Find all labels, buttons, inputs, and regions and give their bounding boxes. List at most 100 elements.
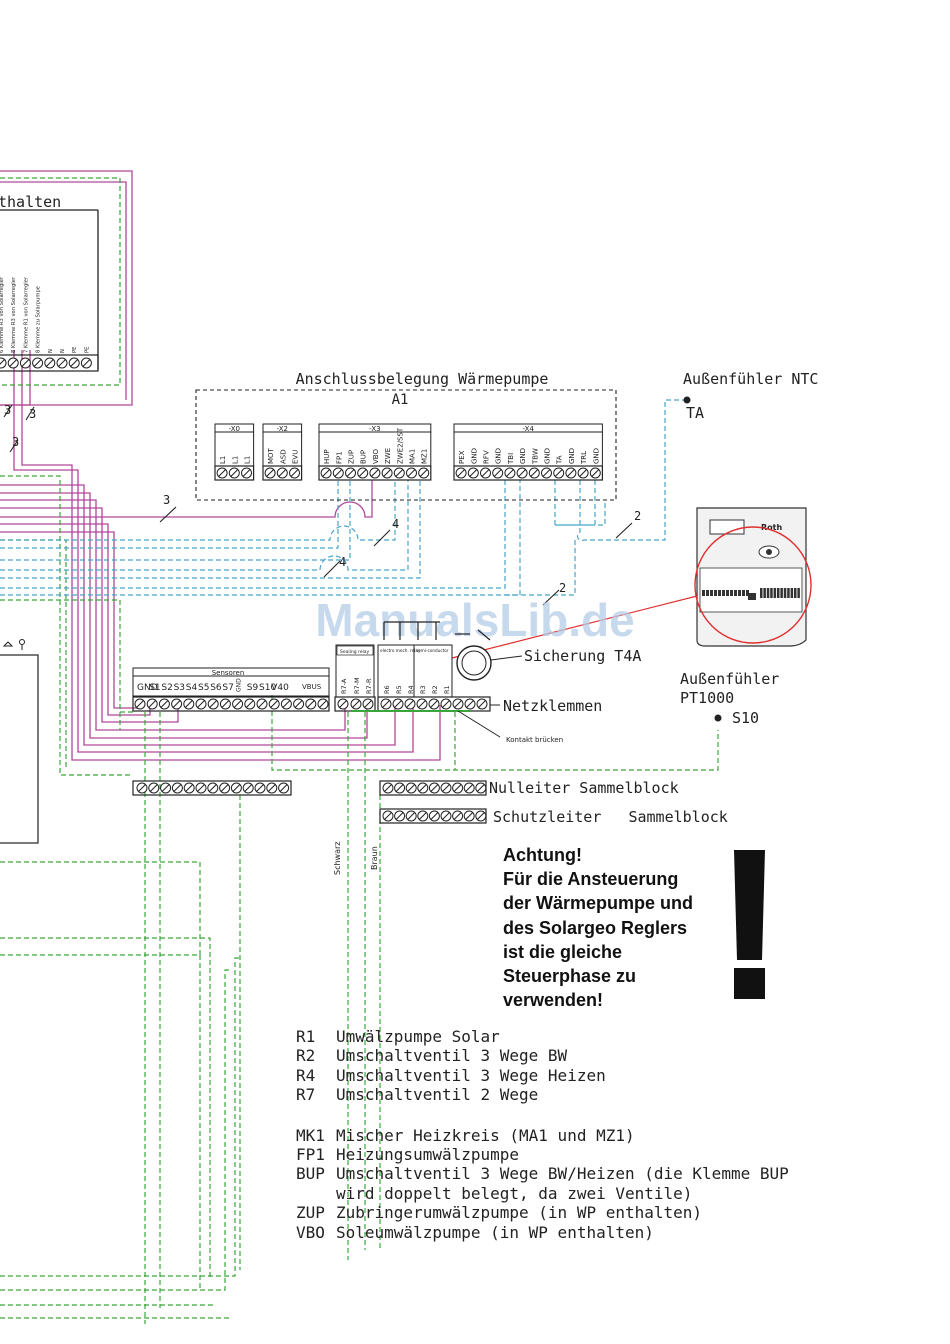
- terminal-screw: [280, 698, 292, 710]
- a1-pin-label: FP1: [335, 451, 343, 464]
- terminal-screw: [380, 698, 392, 710]
- sensor-terminal-label: GND: [236, 678, 243, 692]
- left-terminal-label: N: [60, 349, 66, 353]
- terminal-screw: [148, 782, 160, 794]
- sensor-terminal-label: V40: [271, 683, 289, 693]
- left-terminal-label: 7 Klemme R1 von Solarregler: [23, 276, 29, 353]
- zoom-pointer: [451, 595, 698, 659]
- a1-pin-label: VBO: [372, 449, 380, 464]
- terminal-screw: [553, 467, 565, 479]
- sensor-terminal-label: VBUS: [302, 683, 322, 691]
- schutzleiter-label: Schutzleiter Sammelblock: [493, 808, 728, 826]
- relay-terminal-label: R7-A: [340, 678, 348, 694]
- terminal-screw: [160, 782, 172, 794]
- wire-label-braun: Braun: [370, 846, 379, 870]
- relay-terminal-label: R5: [395, 685, 403, 694]
- terminal-screw: [195, 782, 207, 794]
- terminal-screw: [241, 467, 252, 479]
- relay-terminal-label: R4: [407, 685, 415, 694]
- terminal-screw: [158, 698, 170, 710]
- warning-line: der Wärmepumpe und: [503, 893, 694, 914]
- terminal-screw: [228, 467, 240, 479]
- ntc-sensor: Außenfühler NTC TA: [683, 370, 818, 422]
- terminal-screw: [278, 782, 290, 794]
- terminal-screw: [183, 782, 195, 794]
- terminal-screw: [136, 782, 148, 794]
- a1-pin-label: GND: [495, 448, 503, 464]
- wire-count: 3: [163, 493, 170, 507]
- terminal-screw: [80, 357, 92, 369]
- a1-pin-label: ZWE2/SST: [396, 427, 404, 464]
- terminal-screw: [266, 782, 278, 794]
- sensor-terminal-label: S5: [198, 683, 209, 693]
- a1-pin-label: BUP: [360, 450, 368, 464]
- exclamation-icon: [734, 850, 765, 999]
- terminal-screw: [44, 357, 56, 369]
- a1-pin-label: L1: [244, 456, 252, 464]
- a1-pin-label: ASD: [279, 449, 287, 464]
- a1-pin-label: TBI: [507, 453, 515, 465]
- terminal-screw: [405, 810, 417, 822]
- terminal-screw: [405, 782, 417, 794]
- a1-pin-label: HUP: [323, 449, 331, 464]
- terminal-screw: [428, 810, 440, 822]
- a1-group-name: -X0: [229, 425, 240, 433]
- terminal-screw: [19, 357, 31, 369]
- relay-sealing-label: Sealing relay: [340, 649, 370, 655]
- terminal-screw: [244, 698, 256, 710]
- a1-pin-label: MOT: [267, 447, 275, 464]
- terminal-screw: [345, 467, 356, 479]
- wire-count: 3: [29, 407, 36, 421]
- left-terminal-label: N: [48, 349, 54, 353]
- left-lower-box: [0, 654, 39, 844]
- terminal-screw: [317, 698, 329, 710]
- terminal-screw: [440, 810, 452, 822]
- sensor-terminal-label: S3: [174, 683, 185, 693]
- terminal-screw: [382, 782, 394, 794]
- sensoren-header: Sensoren: [212, 669, 245, 677]
- terminal-screw: [32, 357, 44, 369]
- terminal-screw: [440, 698, 452, 710]
- terminal-screw: [440, 782, 452, 794]
- wire-count: 4: [392, 517, 399, 531]
- terminal-screw: [337, 698, 349, 710]
- pt1000-label-1: Außenfühler: [680, 670, 779, 688]
- terminal-screw: [207, 782, 219, 794]
- terminal-screw: [183, 698, 195, 710]
- relay-terminal-label: R6: [383, 685, 391, 694]
- terminal-screw: [516, 467, 528, 479]
- terminal-screw: [416, 698, 428, 710]
- terminal-screw: [504, 467, 516, 479]
- terminal-screw: [418, 467, 430, 479]
- a1-pin-label: GND: [568, 448, 576, 464]
- watermark: ManualsLib.de: [315, 594, 634, 646]
- terminal-screw: [541, 467, 552, 479]
- terminal-screw: [463, 782, 475, 794]
- terminal-screw: [492, 467, 504, 479]
- wire-label-schwarz: Schwarz: [333, 842, 342, 875]
- sensor-terminal-label: S6: [210, 683, 222, 693]
- left-terminal-label: 8 Klemme R3 von Solarregler: [11, 276, 17, 353]
- zoom-circle: [694, 526, 812, 644]
- terminal-screw: [7, 357, 19, 369]
- pt1000-sensor: Außenfühler PT1000 S10: [680, 670, 779, 727]
- sensor-terminal-label: S4: [186, 683, 198, 693]
- terminal-screw: [393, 467, 405, 479]
- a1-pin-label: PEX: [458, 450, 466, 464]
- terminal-screw: [475, 782, 487, 794]
- a1-pin-label: MZ1: [421, 449, 429, 464]
- terminal-screw: [332, 467, 344, 479]
- terminal-screw: [216, 467, 228, 479]
- terminal-screw: [382, 810, 394, 822]
- terminal-screw: [242, 782, 254, 794]
- left-terminal-label: 8 Klemme zu Solarpumpe: [36, 286, 42, 353]
- terminal-screw: [467, 467, 479, 479]
- terminal-screw: [232, 698, 244, 710]
- a1-pin-label: TRL: [580, 451, 588, 465]
- terminal-screw: [230, 782, 242, 794]
- sensor-terminal-label: S10: [259, 683, 276, 693]
